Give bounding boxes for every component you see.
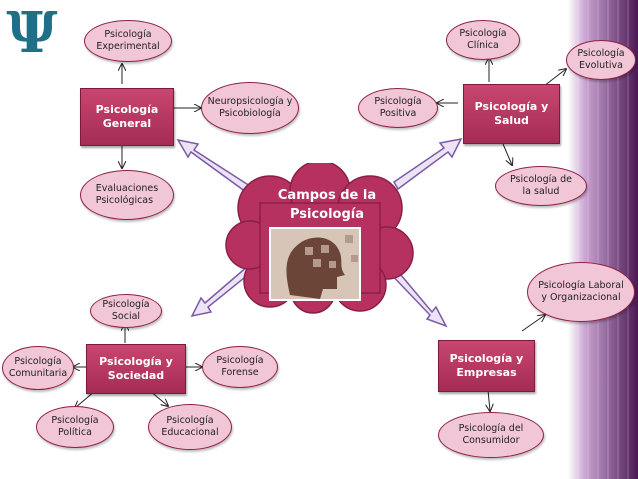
big-arrow-to-salud [393,137,463,191]
box-psicologia-salud: Psicología y Salud [463,84,560,144]
pill-positiva: Psicología Positiva [358,88,438,128]
pill-neuropsicologia: Neuropsicología y Psicobiología [201,82,299,134]
center-title: Campos de la Psicología [277,188,377,222]
psi-logo-icon: Ψ [6,2,57,62]
big-arrow-to-general [176,138,252,194]
pill-forense: Psicología Forense [202,346,278,388]
pill-consumidor: Psicología del Consumidor [438,412,544,458]
pill-laboral: Psicología Laboral y Organizacional [527,262,635,322]
arrow-empresas-consumidor [488,389,490,411]
pill-evolutiva: Psicología Evolutiva [566,40,636,80]
box-psicologia-general: Psicología General [80,88,174,146]
box-psicologia-sociedad: Psicología y Sociedad [86,344,186,394]
svg-text:Ψ: Ψ [6,2,57,62]
pill-social: Psicología Social [90,294,162,328]
box-psicologia-empresas: Psicología y Empresas [438,340,535,392]
pill-clinica: Psicología Clínica [446,20,520,60]
pill-de-la-salud: Psicología de la salud [495,166,587,206]
arrow-empresas-laboral [521,315,545,332]
head-puzzle-icon [269,227,361,301]
pill-educacional: Psicología Educacional [148,404,232,450]
pill-evaluaciones: Evaluaciones Psicológicas [80,170,174,220]
center-cloud [225,163,414,314]
arrow-salud-de-la-salud [502,143,512,165]
pill-comunitaria: Psicología Comunitaria [2,346,74,390]
pill-politica: Psicología Política [36,406,114,448]
arrow-salud-evolutiva [543,69,566,87]
pill-experimental: Psicología Experimental [84,20,172,62]
